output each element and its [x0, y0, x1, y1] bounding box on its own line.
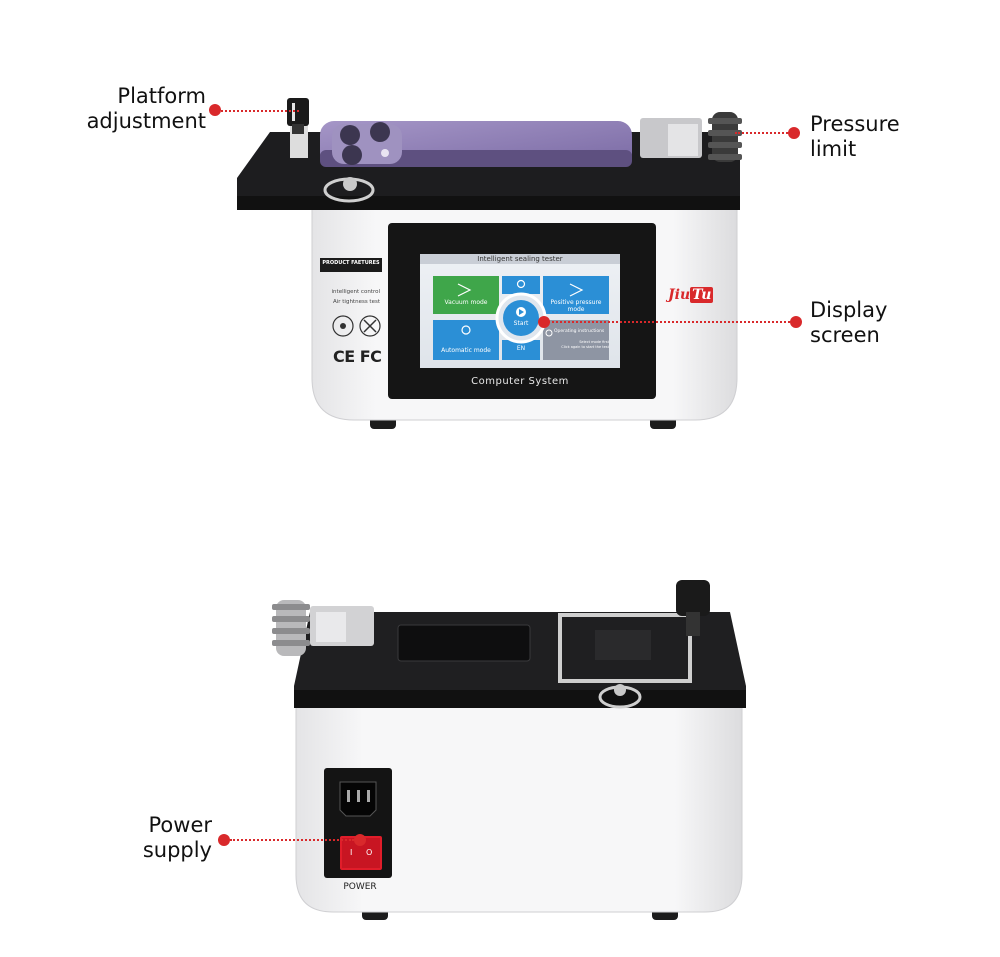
front-plate-edge — [237, 196, 740, 210]
display-anchor-dot — [538, 316, 550, 328]
back-platform-knob — [676, 580, 710, 636]
tile-lang[interactable] — [502, 340, 540, 360]
back-pressure-knob — [272, 600, 310, 656]
vacuum-mode-label: Vacuum mode — [444, 299, 488, 306]
instructions-line-2: Click again to start the test — [561, 345, 609, 349]
start-label: Start — [513, 320, 529, 327]
platform-leader — [221, 110, 299, 112]
tile-automatic[interactable] — [433, 320, 499, 360]
instructions-title: Operating instructions — [554, 329, 605, 334]
platform-label-line-2: adjustment — [86, 109, 206, 133]
positive-icon — [569, 283, 584, 297]
display-label-line-1: Display — [810, 298, 888, 322]
automatic-mode-label: Automatic mode — [441, 347, 491, 354]
features-list: intelligent control Air tightness test — [318, 287, 380, 307]
tile-settings[interactable] — [502, 276, 540, 294]
pressure-label-line-1: Pressure — [810, 112, 900, 136]
instructions-line-1: Select mode first — [579, 340, 609, 344]
certification-marks: CE FC — [333, 347, 382, 366]
screen-header-text: Intelligent sealing tester — [477, 255, 563, 263]
back-slider-frame — [558, 613, 692, 683]
phone-camera-module — [332, 122, 402, 165]
display-dot — [790, 316, 802, 328]
features-title: PRODUCT FAETURES — [322, 260, 380, 266]
brand-tu: Tu — [690, 287, 714, 303]
power-label-line-2: supply — [142, 838, 212, 862]
front-ring-screw — [323, 177, 375, 203]
display-leader — [545, 321, 790, 323]
callout-power-supply: Power supply — [90, 813, 212, 863]
pressure-leader — [735, 132, 788, 134]
back-ring-screw — [598, 684, 642, 709]
pressure-dot — [788, 127, 800, 139]
tile-vacuum[interactable] — [433, 276, 499, 314]
back-device — [272, 580, 746, 920]
display-label-line-2: screen — [810, 323, 880, 347]
switch-mark-on: I — [350, 848, 353, 857]
power-label: POWER — [343, 882, 377, 892]
feature-line-2: Air tightness test — [332, 299, 380, 305]
automatic-icon — [461, 325, 471, 335]
positive-mode-label: Positive pressure mode — [543, 299, 609, 313]
callout-pressure-limit: Pressure limit — [810, 112, 930, 162]
pressure-label-line-2: limit — [810, 137, 857, 161]
info-icon — [545, 329, 553, 337]
callout-display-screen: Display screen — [810, 298, 930, 348]
screen-header-bar — [420, 254, 620, 264]
platform-dot — [209, 104, 221, 116]
power-anchor-dot — [354, 834, 366, 846]
pressure-knob — [708, 112, 742, 162]
power-dot — [218, 834, 230, 846]
platform-label-line-1: Platform — [117, 84, 206, 108]
instructions-text: Select mode first Click again to start t… — [555, 340, 609, 350]
back-body — [295, 699, 743, 913]
feature-icons — [332, 315, 381, 337]
feature-line-1: intelligent control — [331, 289, 380, 295]
settings-icon — [516, 279, 526, 289]
callout-platform-adjustment: Platform adjustment — [60, 84, 206, 134]
screen-footer-text: Computer System — [471, 376, 569, 387]
switch-mark-off: O — [366, 848, 373, 857]
brand-jiu: Jiu — [668, 287, 691, 303]
back-tray — [397, 624, 531, 662]
vacuum-icon — [457, 283, 472, 297]
platform-knob — [287, 98, 309, 134]
tile-instructions[interactable] — [543, 320, 609, 360]
positive-mode-line-2: mode — [567, 306, 585, 313]
power-leader — [230, 839, 354, 841]
tile-positive[interactable] — [543, 276, 609, 314]
power-label-line-1: Power — [148, 813, 213, 837]
front-device — [237, 98, 742, 429]
lang-label: EN — [516, 345, 526, 352]
start-button[interactable] — [503, 300, 539, 336]
features-title-bg — [320, 258, 382, 272]
positive-mode-line-1: Positive pressure — [550, 299, 602, 306]
